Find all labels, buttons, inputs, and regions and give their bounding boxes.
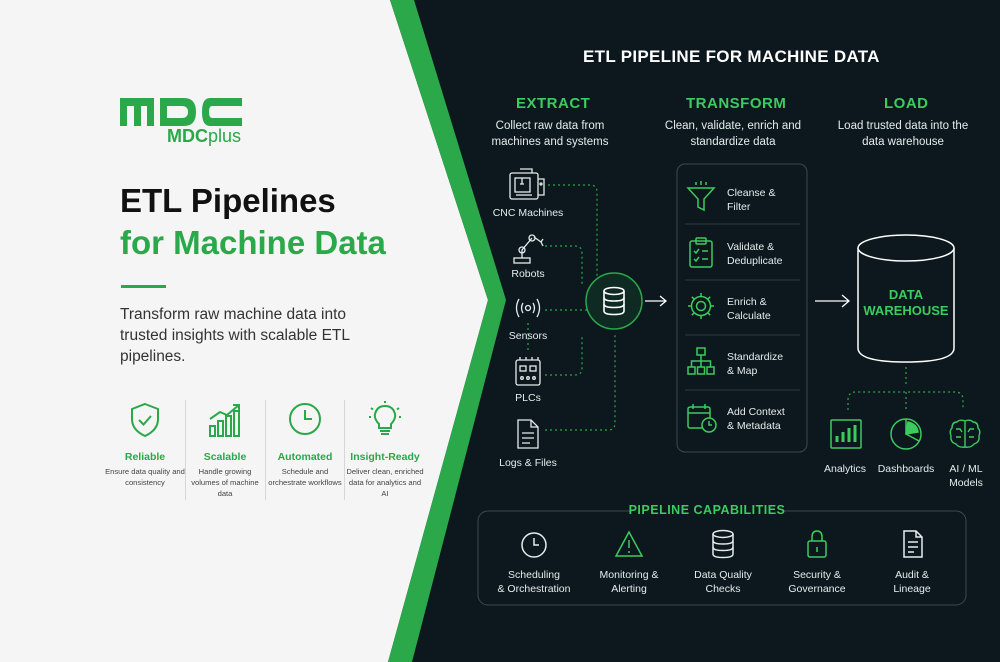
- brain-icon: [949, 419, 981, 448]
- feature-title: Scalable: [203, 451, 247, 463]
- hero-subtitle: Transform raw machine data into trusted …: [120, 306, 350, 365]
- capability-label: Scheduling& Orchestration: [497, 569, 571, 595]
- clipboard-check-icon: [689, 237, 713, 268]
- capability-label: Audit &Lineage: [893, 569, 931, 595]
- audit-document-icon: [903, 530, 923, 558]
- document-icon: [517, 419, 539, 449]
- lightbulb-icon: [369, 401, 401, 435]
- feature-desc: Ensure data quality and consistency: [105, 467, 185, 487]
- capability-label: Monitoring &Alerting: [599, 569, 659, 595]
- capabilities-title-bg: [632, 502, 782, 520]
- source-label: CNC Machines: [492, 207, 564, 219]
- transform-step-label: Add Context& Metadata: [727, 406, 785, 432]
- feature-desc: Handle growing volumes of machine data: [191, 467, 259, 498]
- bar-chart-icon: [830, 419, 862, 449]
- diagram-title: ETL PIPELINE FOR MACHINE DATA: [583, 47, 880, 66]
- feature-divider: [265, 400, 266, 500]
- source-label: Logs & Files: [499, 457, 557, 469]
- warning-icon: [614, 530, 644, 557]
- transform-step-label: Standardize& Map: [727, 351, 784, 377]
- mdc-logo-mark: [120, 98, 242, 126]
- brand-name: MDCplus: [167, 126, 242, 146]
- sensor-icon: [515, 298, 541, 318]
- clock-icon: [521, 532, 547, 558]
- bar-chart-growth-icon: [209, 404, 240, 437]
- output-label: Analytics: [823, 463, 866, 475]
- transform-title: TRANSFORM: [686, 95, 787, 112]
- extract-title: EXTRACT: [516, 95, 591, 112]
- clock-icon: [289, 403, 321, 435]
- hero-title-line2: for Machine Data: [120, 224, 386, 261]
- cnc-machine-icon: [509, 168, 545, 200]
- pie-chart-icon: [890, 418, 922, 450]
- capability-label: Security &Governance: [788, 569, 846, 595]
- transform-step-label: Cleanse &Filter: [727, 187, 776, 213]
- feature-title: Automated: [277, 451, 333, 463]
- plc-icon: [515, 357, 541, 386]
- extract-desc: Collect raw data from machines and syste…: [491, 120, 609, 148]
- feature-title: Insight-Ready: [350, 451, 420, 463]
- feature-divider: [344, 400, 345, 500]
- load-desc: Load trusted data into the data warehous…: [837, 120, 969, 148]
- funnel-icon: [686, 181, 716, 212]
- capabilities-title: PIPELINE CAPABILITIES: [628, 503, 786, 517]
- feature-desc: Schedule and orchestrate workflows: [268, 467, 342, 487]
- hero-title-line1: ETL Pipelines: [120, 182, 336, 219]
- hero-divider: [121, 285, 166, 288]
- calendar-clock-icon: [687, 404, 717, 433]
- feature-desc: Deliver clean, enriched data for analyti…: [346, 467, 424, 498]
- database-icon: [603, 286, 625, 316]
- hero-title: ETL Pipelines for Machine Data: [120, 180, 386, 264]
- output-label: Dashboards: [877, 463, 935, 475]
- shield-check-icon: [131, 402, 159, 438]
- transform-step-label: Validate &Deduplicate: [727, 241, 783, 267]
- robot-arm-icon: [513, 234, 544, 264]
- source-label: Sensors: [508, 330, 548, 342]
- load-title: LOAD: [884, 95, 929, 112]
- hierarchy-icon: [687, 347, 715, 375]
- transform-step-label: Enrich &Calculate: [727, 296, 771, 322]
- database-icon: [712, 529, 734, 559]
- feature-divider: [185, 400, 186, 500]
- lock-icon: [807, 530, 827, 558]
- source-label: Robots: [511, 268, 545, 280]
- transform-desc: Clean, validate, enrich and standardize …: [664, 120, 802, 148]
- feature-title: Reliable: [124, 451, 166, 463]
- source-label: PLCs: [515, 392, 541, 404]
- gear-icon: [688, 293, 714, 319]
